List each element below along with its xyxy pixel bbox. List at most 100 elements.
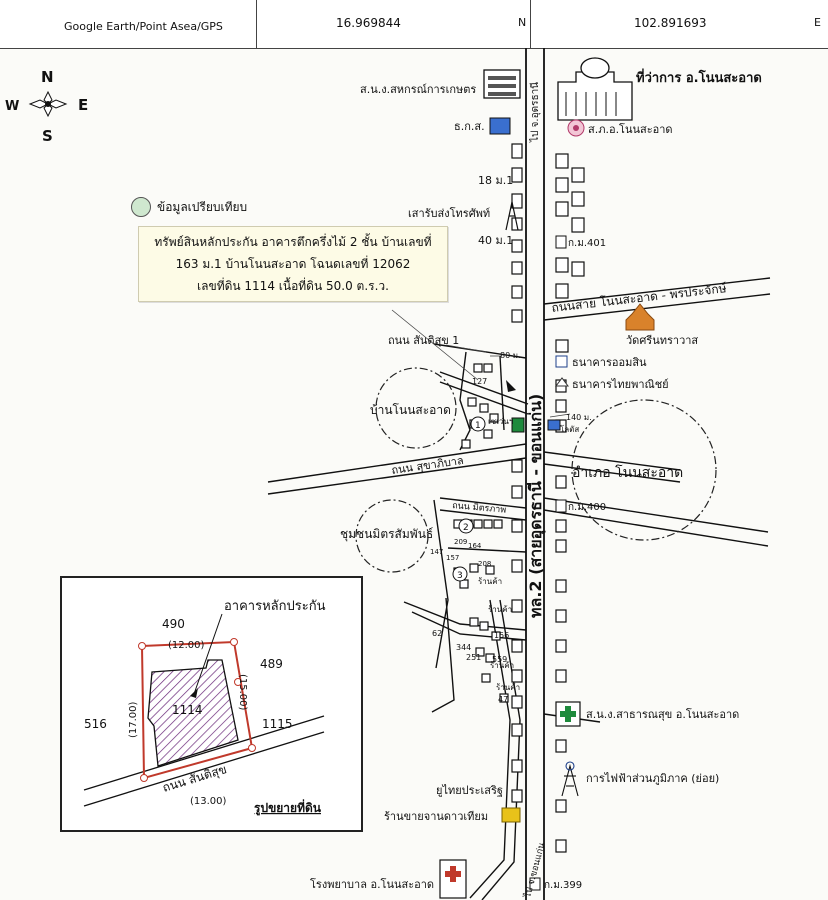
lot-490-label: 490 xyxy=(162,617,185,631)
km400-marker-icon xyxy=(555,499,567,513)
m1-18-label: 18 ม.1 xyxy=(478,174,513,187)
parcel-corner-nw xyxy=(138,642,146,650)
building-label: อาคารหลักประกัน xyxy=(224,599,326,614)
n62-label: 62 xyxy=(432,629,442,638)
d127-label: 127 xyxy=(472,377,487,386)
location-map: N S E W xyxy=(5,48,771,900)
n208-label: 208 xyxy=(478,560,491,568)
lot-516-label: 516 xyxy=(84,717,107,731)
tower-label: เสารับส่งโทรศัพท์ xyxy=(408,206,490,220)
district-office-label: ที่ว่าการ อ.โนนสะอาด xyxy=(636,68,762,86)
telecom-tower-icon xyxy=(505,201,519,231)
point-markers xyxy=(452,380,516,582)
point-3-label: 3 xyxy=(457,571,463,581)
zone-amphoe xyxy=(571,399,717,541)
district-office-icon xyxy=(557,57,633,121)
legend-label: ข้อมูลเปรียบเทียบ xyxy=(157,200,248,214)
shop2-label: ร้านค้า xyxy=(488,605,512,614)
baac-icon xyxy=(489,117,511,135)
parcel-corner-se xyxy=(248,744,256,752)
parcel-corner-sw xyxy=(140,774,148,782)
point-1-label: 1 xyxy=(475,421,481,431)
source-cell: Google Earth/Point Asea/GPS xyxy=(0,0,257,48)
property-callout: ทรัพย์สินหลักประกัน อาคารตึกครึ่งไม้ 2 ช… xyxy=(138,226,448,302)
d140-label: 140 ม. xyxy=(566,413,592,422)
road-sukhaphiban-label: ถนน สุขาภิบาล xyxy=(391,454,465,477)
lot-1115-label: 1115 xyxy=(262,717,293,731)
parcel-inset: อาคารหลักประกัน 490 489 516 1115 1114 (1… xyxy=(60,576,363,832)
highway-label: ทล.2 (สายอุดรธานี - ขอนแก่น) xyxy=(526,394,546,618)
coordinate-header: Google Earth/Point Asea/GPS 16.969844 N … xyxy=(0,0,828,49)
km399-marker-icon xyxy=(529,877,541,891)
point-2-label: 2 xyxy=(463,523,469,533)
lotus-label: โลตัส xyxy=(560,424,579,434)
scb-bank-icon xyxy=(555,377,569,387)
n47-label: 47 xyxy=(498,695,508,704)
shop3-label: ร้านค้า xyxy=(490,661,514,670)
soi-santisuk1-label: ถนน สันติสุข 1 xyxy=(388,334,459,347)
zone-ban-non xyxy=(375,367,457,449)
n209-label: 209 xyxy=(454,538,467,546)
hospital-icon xyxy=(439,859,467,899)
compass-w: W xyxy=(5,99,19,114)
parcel-diagram: อาคารหลักประกัน 490 489 516 1115 1114 (1… xyxy=(83,599,326,816)
parcel-corner-ne xyxy=(230,638,238,646)
callout-line-1: ทรัพย์สินหลักประกัน อาคารตึกครึ่งไม้ 2 ช… xyxy=(154,235,432,249)
latitude-direction: N xyxy=(518,16,527,29)
n559-label: 559 xyxy=(492,655,507,664)
inset-road-edge-2 xyxy=(83,715,325,791)
health-office-icon xyxy=(555,701,581,727)
compass-s: S xyxy=(42,127,53,145)
side-left-label: (17.00) xyxy=(128,701,139,738)
gsb-bank-icon xyxy=(555,355,568,368)
inset-road-edge-1 xyxy=(83,731,325,807)
point-2-marker xyxy=(458,518,474,534)
n157-label: 157 xyxy=(446,554,459,562)
longitude-direction: E xyxy=(814,16,821,29)
legend-swatch xyxy=(131,197,151,217)
baac-label: ธ.ก.ส. xyxy=(454,120,485,133)
d80-label: 80 ม. xyxy=(500,351,521,360)
latitude-cell: 16.969844 N xyxy=(256,0,531,48)
compass-n: N xyxy=(41,68,54,86)
satellite-shop-label: ร้านขายจานดาวเทียม xyxy=(384,810,488,823)
collateral-building xyxy=(147,659,239,767)
callout-line-3: เลขที่ดิน 1114 เนื้อที่ดิน 50.0 ต.ร.ว. xyxy=(197,279,389,293)
pea-label: การไฟฟ้าส่วนภูมิภาค (ย่อย) xyxy=(586,772,719,785)
health-label: ส.น.ง.สาธารณสุข อ.โนนสะอาด xyxy=(586,707,739,721)
km400-label: ก.ม.400 xyxy=(568,502,606,513)
m1-40-label: 40 ม.1 xyxy=(478,234,513,247)
km401-marker-icon xyxy=(555,235,567,249)
source-label: Google Earth/Point Asea/GPS xyxy=(64,20,223,33)
police-icon xyxy=(567,119,585,137)
hospital-label: โรงพยาบาล อ.โนนสะอาด xyxy=(310,877,434,891)
temple-label: วัดศรีนทราวาส xyxy=(626,334,698,347)
callout-line-2: 163 ม.1 บ้านโนนสะอาด โฉนดเลขที่ 12062 xyxy=(175,257,411,271)
coop-label: ส.น.ง.สหกรณ์การเกษตร xyxy=(360,83,476,96)
police-label: ส.ภ.อ.โนนสะอาด xyxy=(588,122,673,136)
lotus-icon xyxy=(547,419,561,431)
n156-label: 156 xyxy=(494,631,509,640)
parcel-number-label: 1114 xyxy=(172,703,203,717)
ban-non-label: บ้านโนนสะอาด xyxy=(370,403,451,417)
coop-building-icon xyxy=(483,69,521,99)
km399-label: ก.ม.399 xyxy=(544,880,582,891)
chumchon-label: ชุมชนมิตรสัมพันธ์ xyxy=(340,527,433,542)
km401-label: ก.ม.401 xyxy=(568,238,606,249)
shop4-label: ร้านค้า xyxy=(496,683,520,692)
side-bottom-label: (13.00) xyxy=(190,796,227,807)
highway-road xyxy=(525,48,545,900)
temple-icon xyxy=(625,303,655,331)
zone-chumchon xyxy=(355,499,429,573)
point-1-marker xyxy=(470,416,486,432)
n164-label: 164 xyxy=(468,542,482,550)
lot-489-label: 489 xyxy=(260,657,283,671)
point-3-marker xyxy=(452,566,468,582)
amphoe-label: อำเภอ โนนสะอาด xyxy=(572,464,683,481)
satellite-shop-icon xyxy=(501,807,521,823)
compass-e: E xyxy=(78,96,88,114)
thaiprasert-label: ยูไทยประเสริฐ xyxy=(436,784,503,797)
n251-label: 251 xyxy=(466,653,481,662)
compass-rose: N S E W xyxy=(5,68,88,145)
parcel-corner-e xyxy=(234,678,242,686)
